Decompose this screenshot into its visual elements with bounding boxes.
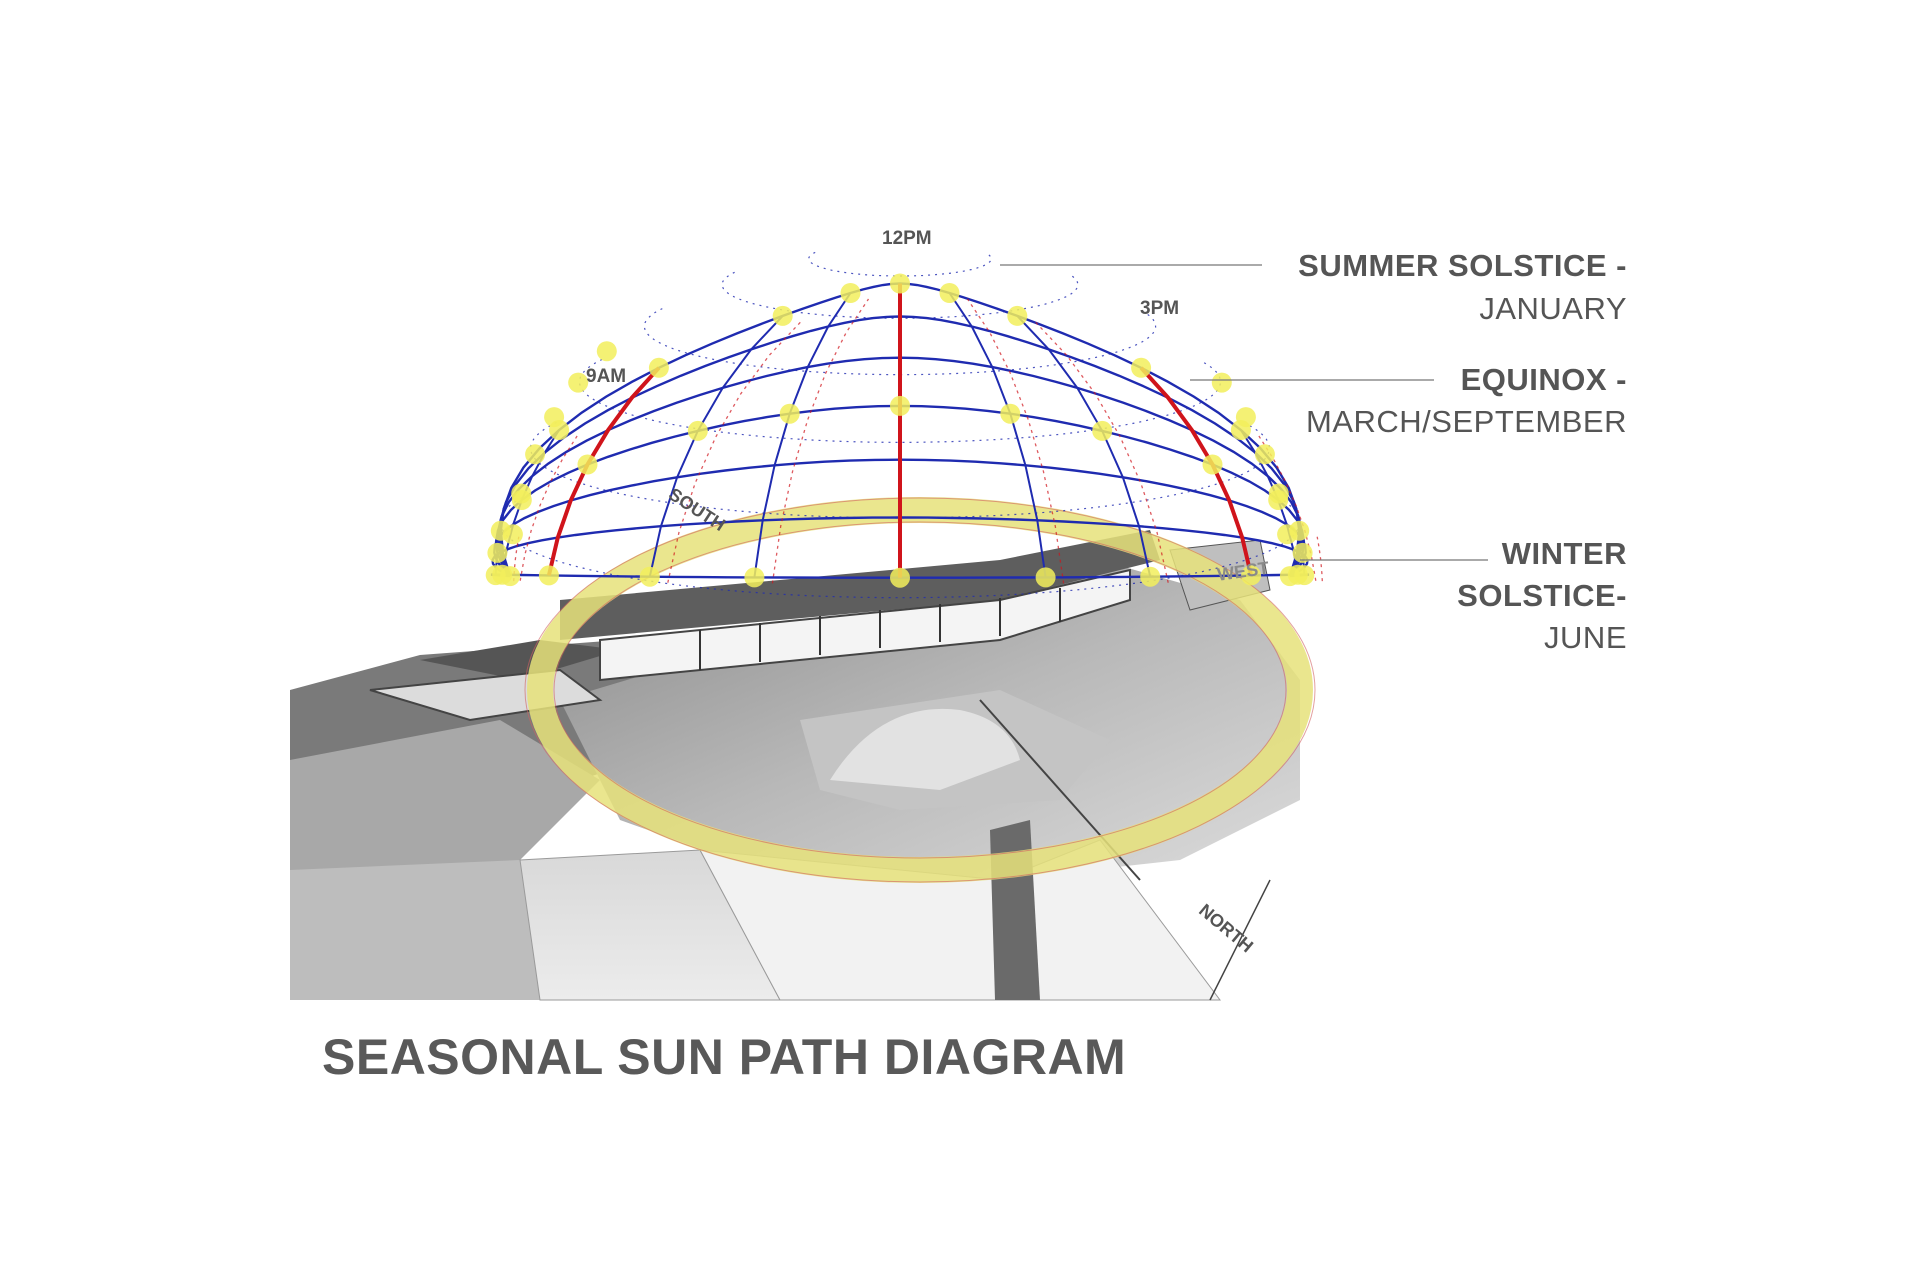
sun-position-marker bbox=[487, 542, 508, 563]
label-winter-solstice: SOLSTICE- bbox=[1457, 578, 1627, 613]
sun-dome bbox=[485, 251, 1488, 599]
sun-position-marker bbox=[1268, 483, 1289, 504]
sun-position-marker bbox=[1235, 407, 1256, 428]
sun-position-marker bbox=[1211, 372, 1232, 393]
label-equinox: EQUINOX - bbox=[1460, 362, 1627, 397]
sun-position-marker bbox=[890, 273, 910, 294]
hour-line-dashed bbox=[1034, 321, 1169, 583]
sun-position-marker bbox=[639, 566, 660, 587]
time-label-9am: 9AM bbox=[586, 366, 627, 387]
building-main bbox=[560, 530, 1160, 640]
sun-position-marker bbox=[500, 566, 521, 587]
sun-position-marker bbox=[1202, 454, 1223, 475]
diagram-title: SEASONAL SUN PATH DIAGRAM bbox=[322, 1029, 1127, 1085]
hour-line-dashed bbox=[1258, 435, 1317, 581]
label-equinox-months: MARCH/SEPTEMBER bbox=[1306, 404, 1627, 439]
sun-position-marker bbox=[577, 454, 598, 475]
sun-position-marker bbox=[687, 420, 708, 441]
sun-position-marker bbox=[1292, 542, 1313, 563]
hour-line-dashed bbox=[966, 298, 1065, 584]
sun-position-marker bbox=[939, 283, 960, 303]
sun-position-marker bbox=[525, 444, 546, 465]
time-label-12pm: 12PM bbox=[882, 228, 932, 249]
site-model bbox=[290, 530, 1300, 1001]
altitude-ring bbox=[808, 251, 992, 277]
hour-line-dashed bbox=[1316, 536, 1323, 582]
label-winter-month: JUNE bbox=[1544, 620, 1627, 655]
sun-position-marker bbox=[1254, 444, 1275, 465]
horizon-ring-outer bbox=[524, 497, 1316, 883]
sun-position-marker bbox=[772, 305, 793, 326]
sun-position-marker bbox=[511, 483, 532, 504]
sun-position-marker bbox=[890, 567, 910, 588]
sun-position-marker bbox=[1092, 420, 1113, 441]
sun-position-marker bbox=[1241, 565, 1262, 586]
sun-position-marker bbox=[538, 565, 559, 586]
time-label-3pm: 3PM bbox=[1140, 298, 1180, 319]
hour-line bbox=[948, 292, 1047, 578]
altitude-ring bbox=[721, 271, 1079, 319]
building-roof bbox=[420, 640, 620, 680]
sun-position-marker bbox=[568, 372, 589, 393]
sun-position-marker bbox=[502, 524, 523, 545]
terrain-curve bbox=[830, 708, 1020, 790]
label-winter: WINTER bbox=[1501, 536, 1627, 571]
sun-position-marker bbox=[890, 395, 910, 416]
sun-position-marker bbox=[1000, 403, 1021, 424]
north-line-right bbox=[1209, 879, 1271, 1001]
sun-position-marker bbox=[1277, 524, 1298, 545]
cliff-left bbox=[290, 860, 540, 1000]
hour-line-dashed bbox=[519, 435, 578, 581]
horizon-ring-inner bbox=[553, 521, 1287, 859]
sun-position-marker bbox=[596, 341, 617, 362]
hour-line-dashed bbox=[667, 321, 802, 583]
sun-position-marker bbox=[1131, 357, 1152, 378]
facade-windows bbox=[699, 588, 1061, 670]
sun-position-marker bbox=[1140, 566, 1161, 587]
hour-line-dashed bbox=[771, 298, 870, 584]
sun-position-marker bbox=[744, 567, 765, 588]
label-summer-month: JANUARY bbox=[1479, 291, 1627, 326]
sun-position-marker bbox=[544, 407, 565, 428]
sun-position-marker bbox=[1279, 566, 1300, 587]
sun-position-marker bbox=[840, 283, 861, 303]
sun-position-marker bbox=[648, 357, 669, 378]
sun-position-marker bbox=[1294, 565, 1315, 586]
horizon-ring bbox=[524, 497, 1316, 883]
altitude-ring bbox=[643, 308, 1157, 376]
label-summer-solstice: SUMMER SOLSTICE - bbox=[1298, 248, 1627, 283]
sun-position-marker bbox=[1007, 305, 1028, 326]
sun-position-marker bbox=[1035, 567, 1056, 588]
sun-position-marker bbox=[779, 403, 800, 424]
horizon-ring-band bbox=[527, 497, 1313, 883]
